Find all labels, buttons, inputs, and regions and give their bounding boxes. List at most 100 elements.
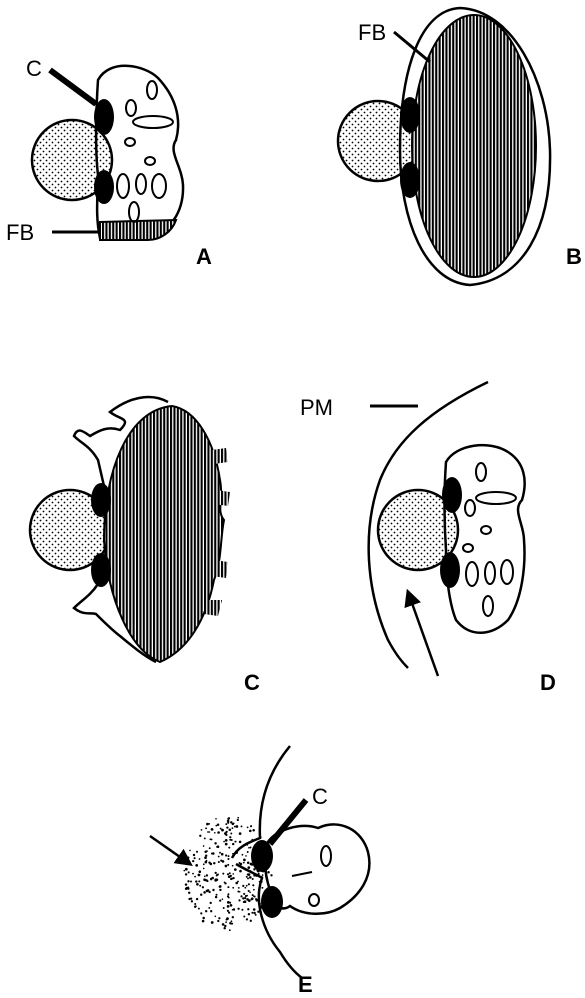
panel-a: C FB A bbox=[6, 56, 212, 269]
vesicle bbox=[129, 202, 139, 222]
stipple-dot bbox=[244, 887, 246, 889]
vesicle bbox=[152, 174, 166, 198]
stipple-dot bbox=[245, 895, 247, 897]
stipple-dot bbox=[185, 883, 187, 885]
stipple-dot bbox=[195, 864, 198, 867]
stipple-dot bbox=[202, 917, 205, 920]
centriole bbox=[94, 170, 114, 204]
stipple-dot bbox=[226, 826, 228, 828]
centriole bbox=[440, 552, 460, 588]
stipple-dot bbox=[229, 902, 231, 904]
vesicle bbox=[309, 894, 319, 906]
stipple-dot bbox=[252, 884, 254, 886]
stipple-dot bbox=[216, 875, 218, 877]
stipple-dot bbox=[215, 878, 218, 881]
stipple-dot bbox=[196, 898, 198, 900]
stipple-dot bbox=[206, 860, 208, 862]
stipple-dot bbox=[198, 880, 200, 882]
panel-label-c: C bbox=[244, 670, 260, 695]
membrane-fold bbox=[236, 864, 302, 978]
stipple-dot bbox=[247, 866, 250, 869]
stipple-dot bbox=[250, 920, 252, 922]
stipple-dot bbox=[237, 891, 239, 893]
stipple-dot bbox=[188, 892, 190, 894]
stipple-dot bbox=[206, 874, 208, 876]
vesicle bbox=[466, 562, 478, 586]
panel-label-d: D bbox=[540, 670, 556, 695]
stipple-dot bbox=[210, 878, 212, 880]
stipple-dot bbox=[207, 831, 209, 833]
stipple-dot bbox=[221, 853, 224, 856]
stipple-dot bbox=[218, 861, 220, 863]
stipple-dot bbox=[188, 898, 190, 900]
stipple-dot bbox=[229, 836, 231, 838]
stipple-dot bbox=[238, 899, 240, 901]
fibrous-body bbox=[104, 406, 224, 662]
callout-fb: FB bbox=[6, 220, 34, 245]
centriole bbox=[91, 553, 111, 587]
panel-c: C bbox=[30, 397, 260, 695]
stipple-dot bbox=[217, 845, 220, 848]
stipple-dot bbox=[210, 863, 213, 866]
stipple-dot bbox=[229, 829, 232, 832]
stipple-dot bbox=[249, 891, 251, 893]
stipple-dot bbox=[217, 824, 219, 826]
stipple-dot bbox=[251, 897, 254, 900]
stipple-dot bbox=[218, 856, 220, 858]
stipple-dot bbox=[239, 841, 242, 844]
stipple-dot bbox=[228, 847, 230, 849]
stipple-dot bbox=[251, 912, 253, 914]
stipple-dot bbox=[219, 852, 221, 854]
stipple-dot bbox=[232, 916, 234, 918]
stipple-dot bbox=[209, 847, 211, 849]
stipple-dot bbox=[219, 899, 221, 901]
stipple-dot bbox=[248, 883, 250, 885]
stipple-dot bbox=[223, 927, 225, 929]
stipple-dot bbox=[190, 881, 192, 883]
stipple-dot bbox=[242, 854, 244, 856]
panel-label-a: A bbox=[196, 244, 212, 269]
fibrous-body bbox=[412, 15, 536, 277]
vesicle bbox=[501, 560, 513, 584]
stipple-dot bbox=[194, 903, 196, 905]
stipple-dot bbox=[227, 858, 229, 860]
stipple-dot bbox=[253, 889, 255, 891]
vesicle bbox=[133, 116, 173, 128]
centriole bbox=[261, 886, 283, 918]
centriole bbox=[251, 840, 273, 872]
panel-label-b: B bbox=[566, 244, 582, 269]
stipple-dot bbox=[201, 829, 203, 831]
fibrous-body bbox=[100, 220, 176, 240]
stipple-dot bbox=[232, 887, 234, 889]
vesicle bbox=[483, 596, 493, 616]
stipple-dot bbox=[199, 870, 202, 873]
stipple-dot bbox=[195, 880, 197, 882]
stipple-dot bbox=[225, 839, 228, 842]
stipple-dot bbox=[270, 874, 272, 876]
stipple-dot bbox=[237, 908, 239, 910]
stipple-dot bbox=[234, 868, 237, 871]
stipple-dot bbox=[200, 893, 202, 895]
vesicle bbox=[117, 174, 129, 198]
stipple-dot bbox=[199, 835, 201, 837]
stipple-dot bbox=[250, 825, 252, 827]
stipple-dot bbox=[227, 905, 230, 908]
stipple-dot bbox=[243, 862, 245, 864]
stipple-dot bbox=[203, 845, 205, 847]
stipple-dot bbox=[243, 859, 246, 862]
stipple-dot bbox=[240, 863, 242, 865]
stipple-dot bbox=[231, 920, 233, 922]
vesicle bbox=[136, 174, 146, 194]
stipple-dot bbox=[205, 827, 207, 829]
stipple-dot bbox=[222, 860, 225, 863]
stipple-dot bbox=[187, 857, 189, 859]
stipple-dot bbox=[250, 863, 253, 866]
stipple-dot bbox=[235, 882, 238, 885]
stipple-dot bbox=[221, 829, 224, 832]
stipple-dot bbox=[241, 909, 243, 911]
stipple-dot bbox=[255, 914, 257, 916]
panel-d: PM D bbox=[300, 382, 556, 695]
stipple-dot bbox=[209, 838, 211, 840]
stipple-dot bbox=[247, 862, 250, 865]
stipple-dot bbox=[186, 887, 188, 889]
